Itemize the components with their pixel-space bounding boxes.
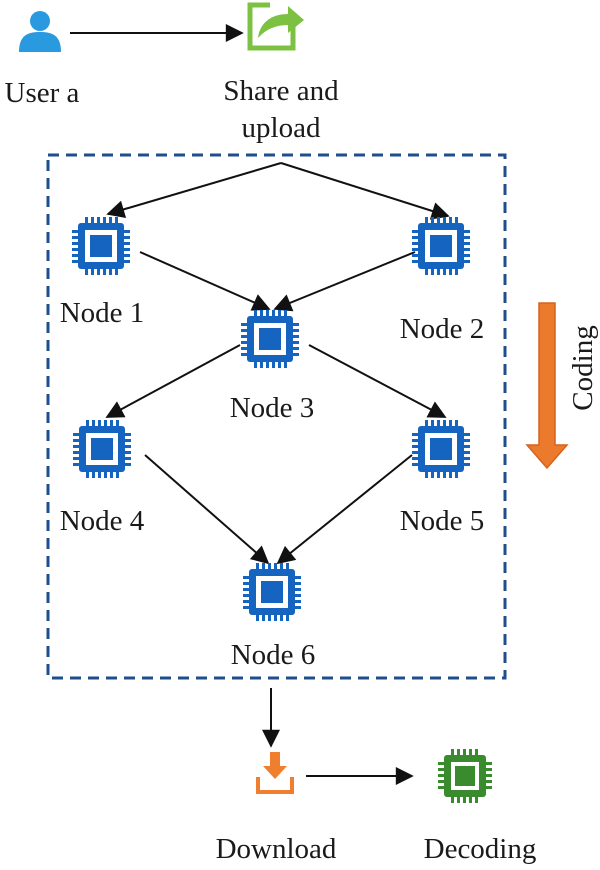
user-icon: [19, 11, 61, 52]
share-label-line2: upload: [242, 112, 321, 144]
node-4-label: Node 4: [60, 505, 145, 537]
edge-n2-n3: [273, 251, 416, 312]
node-5-chip-icon: [412, 420, 470, 478]
share-upload-icon: [247, 0, 306, 51]
node-3-chip-icon: [241, 310, 299, 368]
node-2-label: Node 2: [400, 313, 485, 345]
decoding-label: Decoding: [424, 833, 537, 865]
edge-n3-n5: [308, 344, 447, 418]
share-label-line1: Share and: [223, 75, 339, 107]
decoding-chip-icon: [438, 749, 492, 803]
node-6-chip-icon: [243, 563, 301, 621]
node-5-label: Node 5: [400, 505, 485, 537]
edge-n5-n6: [276, 454, 413, 565]
edge-n4-n6: [144, 454, 270, 565]
user-label: User a: [5, 77, 80, 109]
upload-split-arrows: [106, 162, 450, 220]
node-1-label: Node 1: [60, 297, 145, 329]
coding-arrow: [525, 302, 569, 470]
network-boundary: [46, 153, 507, 680]
edge-n3-n4: [105, 344, 241, 418]
node-1-chip-icon: [72, 217, 130, 275]
node-4-chip-icon: [73, 420, 131, 478]
node-3-label: Node 3: [230, 392, 315, 424]
edge-n1-n3: [139, 251, 271, 311]
coding-label: Coding: [567, 325, 599, 410]
download-icon: [256, 752, 294, 794]
download-label: Download: [216, 833, 337, 865]
node-2-chip-icon: [412, 217, 470, 275]
node-6-label: Node 6: [231, 639, 316, 671]
